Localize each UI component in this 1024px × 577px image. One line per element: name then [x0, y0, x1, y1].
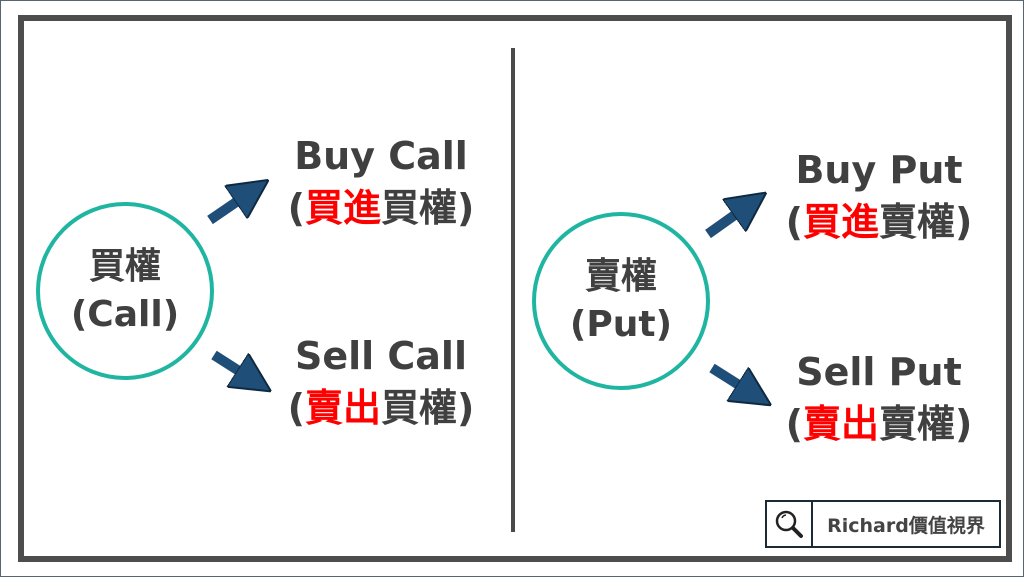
buy-call-title: Buy Call: [294, 134, 468, 178]
paren: ): [955, 200, 973, 244]
paren: (: [785, 402, 803, 446]
paren: (: [785, 200, 803, 244]
put-circle-zh: 賣權: [584, 256, 657, 297]
sell-put-label: Sell Put (賣出賣權): [749, 346, 1009, 450]
brand-name: Richard價值視界: [827, 514, 985, 537]
center-divider: [511, 48, 515, 532]
arrow-buy-call: [207, 194, 248, 225]
sell-call-label: Sell Call (賣出買權): [251, 330, 511, 434]
buy-call-label: Buy Call (買進買權): [251, 130, 511, 234]
put-circle: 賣權 (Put): [532, 212, 710, 390]
sell-call-title: Sell Call: [294, 334, 467, 378]
brand-logo: Richard價值視界: [765, 500, 1001, 548]
arrow-sell-put: [709, 363, 750, 392]
paren: ): [457, 386, 475, 430]
paren: (: [287, 186, 305, 230]
sell-call-type: 買權: [381, 386, 458, 430]
buy-put-title: Buy Put: [795, 148, 963, 192]
paren: ): [457, 186, 475, 230]
sell-call-action: 賣出: [304, 386, 381, 430]
call-circle-en: (Call): [70, 294, 180, 335]
buy-call-type: 買權: [381, 186, 458, 230]
arrow-sell-call: [211, 350, 250, 378]
sell-put-title: Sell Put: [796, 350, 962, 394]
magnifier-icon: [767, 502, 813, 546]
call-circle-zh: 買權: [88, 246, 161, 287]
paren: ): [955, 402, 973, 446]
put-circle-en: (Put): [569, 304, 673, 345]
buy-call-action: 買進: [304, 186, 381, 230]
sell-put-action: 賣出: [802, 402, 879, 446]
paren: (: [287, 386, 305, 430]
buy-put-type: 賣權: [879, 200, 956, 244]
buy-put-action: 買進: [802, 200, 879, 244]
buy-put-label: Buy Put (買進賣權): [749, 144, 1009, 248]
call-circle: 買權 (Call): [36, 202, 214, 380]
arrow-buy-put: [705, 207, 746, 239]
sell-put-type: 賣權: [879, 402, 956, 446]
